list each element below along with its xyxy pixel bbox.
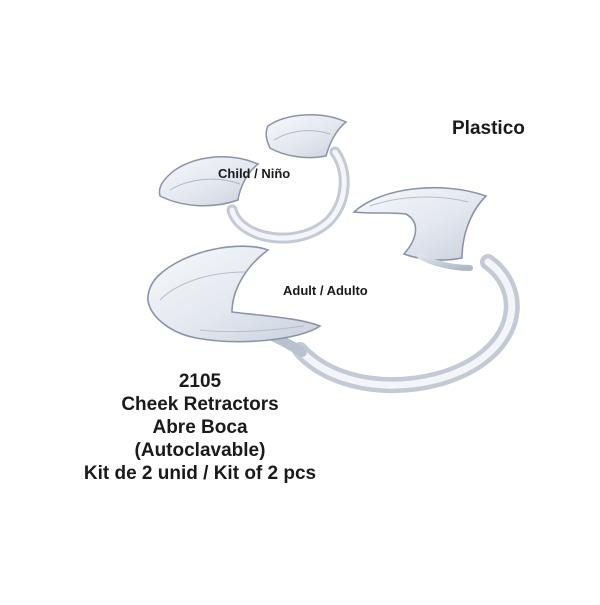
product-kit-count: Kit de 2 unid / Kit of 2 pcs bbox=[83, 463, 317, 484]
material-label: Plastico bbox=[452, 118, 525, 139]
child-size-label: Child / Niño bbox=[218, 166, 291, 181]
adult-retractor-right-flange bbox=[352, 186, 488, 261]
product-name-en: Cheek Retractors bbox=[121, 394, 279, 415]
adult-retractor-left-flange bbox=[147, 245, 322, 343]
adult-retractor-ring bbox=[292, 254, 520, 394]
product-description: 2105 Cheek Retractors Abre Boca (Autocla… bbox=[20, 370, 380, 485]
adult-retractor bbox=[147, 186, 520, 394]
child-retractor bbox=[158, 114, 350, 244]
child-retractor-left-flange bbox=[158, 156, 260, 207]
adult-size-label: Adult / Adulto bbox=[283, 283, 368, 298]
product-code: 2105 bbox=[178, 371, 222, 392]
product-name-es: Abre Boca bbox=[152, 417, 248, 438]
child-retractor-right-flange bbox=[265, 114, 348, 159]
product-autoclavable: (Autoclavable) bbox=[134, 440, 266, 461]
